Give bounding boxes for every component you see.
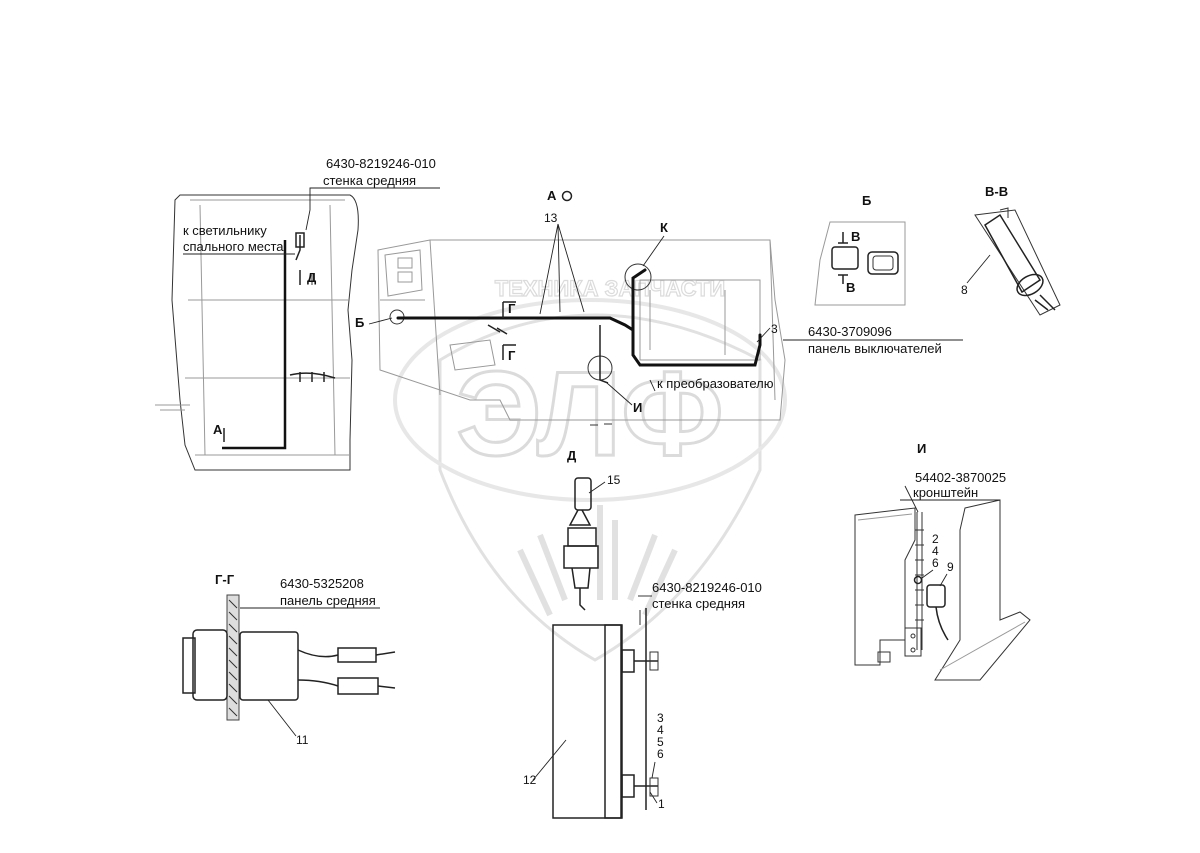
watermark-logo: ЭЛФ (456, 347, 723, 481)
panel-mid-code: 6430-5325208 (280, 576, 364, 591)
view-i-title: И (917, 441, 926, 456)
section-b-detail (814, 221, 906, 306)
part-stack-i: 2 4 6 (921, 532, 939, 579)
mark-a: А (213, 422, 223, 437)
mark-v1: В (851, 229, 860, 244)
part-12: 12 (523, 773, 537, 787)
part-11: 11 (296, 733, 309, 747)
view-d-title: Д (567, 448, 577, 463)
part-stack-i-2: 4 (932, 544, 939, 558)
mark-b: Б (355, 315, 364, 330)
switch-panel-name: панель выключателей (808, 341, 942, 356)
section-vv-title: В-В (985, 184, 1008, 199)
part-stack-d-4: 6 (657, 747, 664, 761)
section-vv-detail (974, 207, 1061, 316)
mark-k: К (660, 220, 668, 235)
part-stack-i-1: 2 (932, 532, 939, 546)
view-i-detail (854, 499, 1031, 681)
wall-bottom-code: 6430-8219246-010 (652, 580, 762, 595)
cab-side-view (155, 187, 440, 471)
part-15: 15 (607, 473, 621, 487)
part-stack-d: 3 4 5 6 (651, 711, 664, 779)
watermark: ЭЛФ ТЕХНИКА ЗАПЧАСТИ (393, 275, 787, 662)
wheat-ornament-icon (517, 505, 678, 617)
to-converter: к преобразователю (657, 376, 774, 391)
view-a-title: А (547, 188, 557, 203)
dashboard-view (377, 239, 786, 426)
wall-top-code: 6430-8219246-010 (326, 156, 436, 171)
part-1: 1 (658, 797, 665, 811)
part-stack-d-2: 4 (657, 723, 664, 737)
mark-d: Д (307, 270, 317, 285)
part-stack-i-3: 6 (932, 556, 939, 570)
part-3: 3 (771, 322, 778, 336)
section-b-title: Б (862, 193, 871, 208)
bracket-name: кронштейн (913, 485, 978, 500)
wall-top-name: стенка средняя (323, 173, 416, 188)
part-13: 13 (544, 211, 558, 225)
section-gg-title: Г-Г (215, 572, 235, 587)
part-stack-d-1: 3 (657, 711, 664, 725)
mark-i: И (633, 400, 642, 415)
view-d-detail (552, 477, 659, 819)
wall-bottom-name: стенка средняя (652, 596, 745, 611)
part-stack-d-3: 5 (657, 735, 664, 749)
switch-panel-code: 6430-3709096 (808, 324, 892, 339)
mark-g1: Г (508, 301, 516, 316)
to-light-line2: спального места (183, 239, 284, 254)
part-9: 9 (947, 560, 954, 574)
to-light-line1: к светильнику (183, 223, 267, 238)
mark-g2: Г (508, 348, 516, 363)
section-gg-detail (182, 594, 396, 721)
mark-v2: В (846, 280, 855, 295)
rotation-symbol-icon (561, 190, 573, 202)
panel-mid-name: панель средняя (280, 593, 376, 608)
bracket-code: 54402-3870025 (915, 470, 1006, 485)
part-8: 8 (961, 283, 968, 297)
